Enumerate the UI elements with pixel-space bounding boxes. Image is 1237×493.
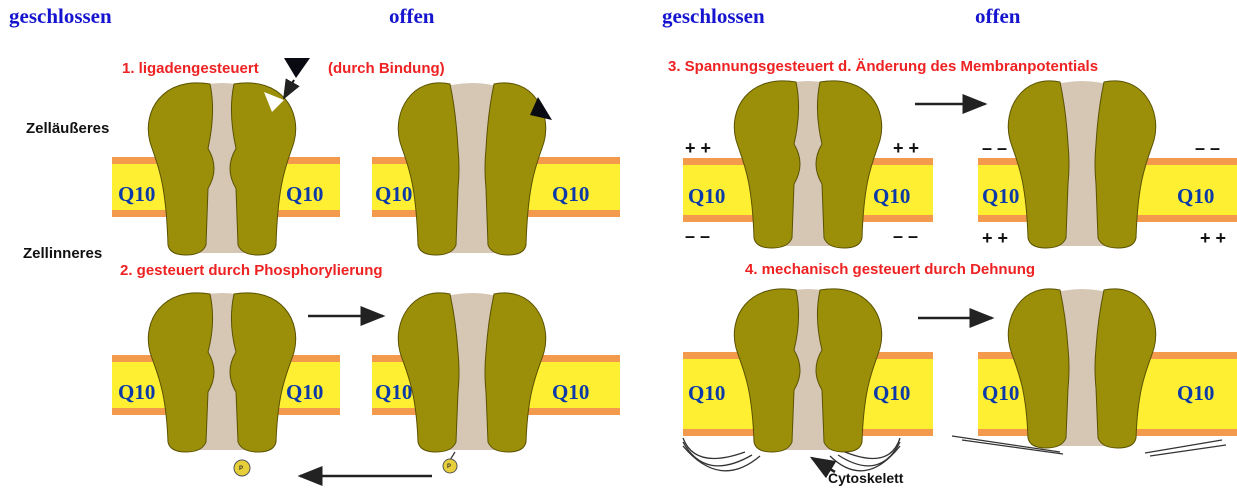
q10-label-9: Q10	[688, 184, 725, 208]
charge-plus-2: + +	[893, 138, 919, 158]
channel-ligand-closed	[148, 83, 295, 255]
arrow-cytoskeleton	[812, 458, 835, 472]
channel-ligand-open	[398, 83, 545, 255]
charge-plus-1: + +	[685, 138, 711, 158]
q10-label-16: Q10	[1177, 381, 1214, 405]
phospho-tag-bound: P	[447, 464, 451, 470]
arrow-ligand	[284, 80, 294, 98]
phospho-tag-free: P	[239, 466, 243, 472]
charge-plus-3: + +	[982, 228, 1008, 248]
q10-label-14: Q10	[873, 381, 910, 405]
q10-label-13: Q10	[688, 381, 725, 405]
ligand-icon	[284, 58, 310, 78]
q10-label-8: Q10	[552, 380, 589, 404]
q10-label-12: Q10	[1177, 184, 1214, 208]
channel-phospho-closed	[148, 293, 295, 452]
q10-label-7: Q10	[375, 380, 412, 404]
q10-label-5: Q10	[118, 380, 155, 404]
q10-label-1: Q10	[118, 182, 155, 206]
charge-plus-4: + +	[1200, 228, 1226, 248]
q10-label-10: Q10	[873, 184, 910, 208]
channel-mech-closed	[734, 289, 881, 452]
q10-label-3: Q10	[375, 182, 412, 206]
charge-minus-3: – –	[982, 138, 1007, 158]
q10-label-4: Q10	[552, 182, 589, 206]
charge-minus-1: – –	[685, 226, 710, 246]
charge-minus-2: – –	[893, 226, 918, 246]
channel-mech-open	[1008, 289, 1155, 448]
channel-phospho-open	[398, 293, 545, 452]
q10-label-6: Q10	[286, 380, 323, 404]
q10-label-11: Q10	[982, 184, 1019, 208]
q10-label-15: Q10	[982, 381, 1019, 405]
channel-voltage-open	[1008, 81, 1155, 248]
charge-minus-4: – –	[1195, 138, 1220, 158]
q10-label-2: Q10	[286, 182, 323, 206]
channel-voltage-closed	[734, 81, 881, 248]
